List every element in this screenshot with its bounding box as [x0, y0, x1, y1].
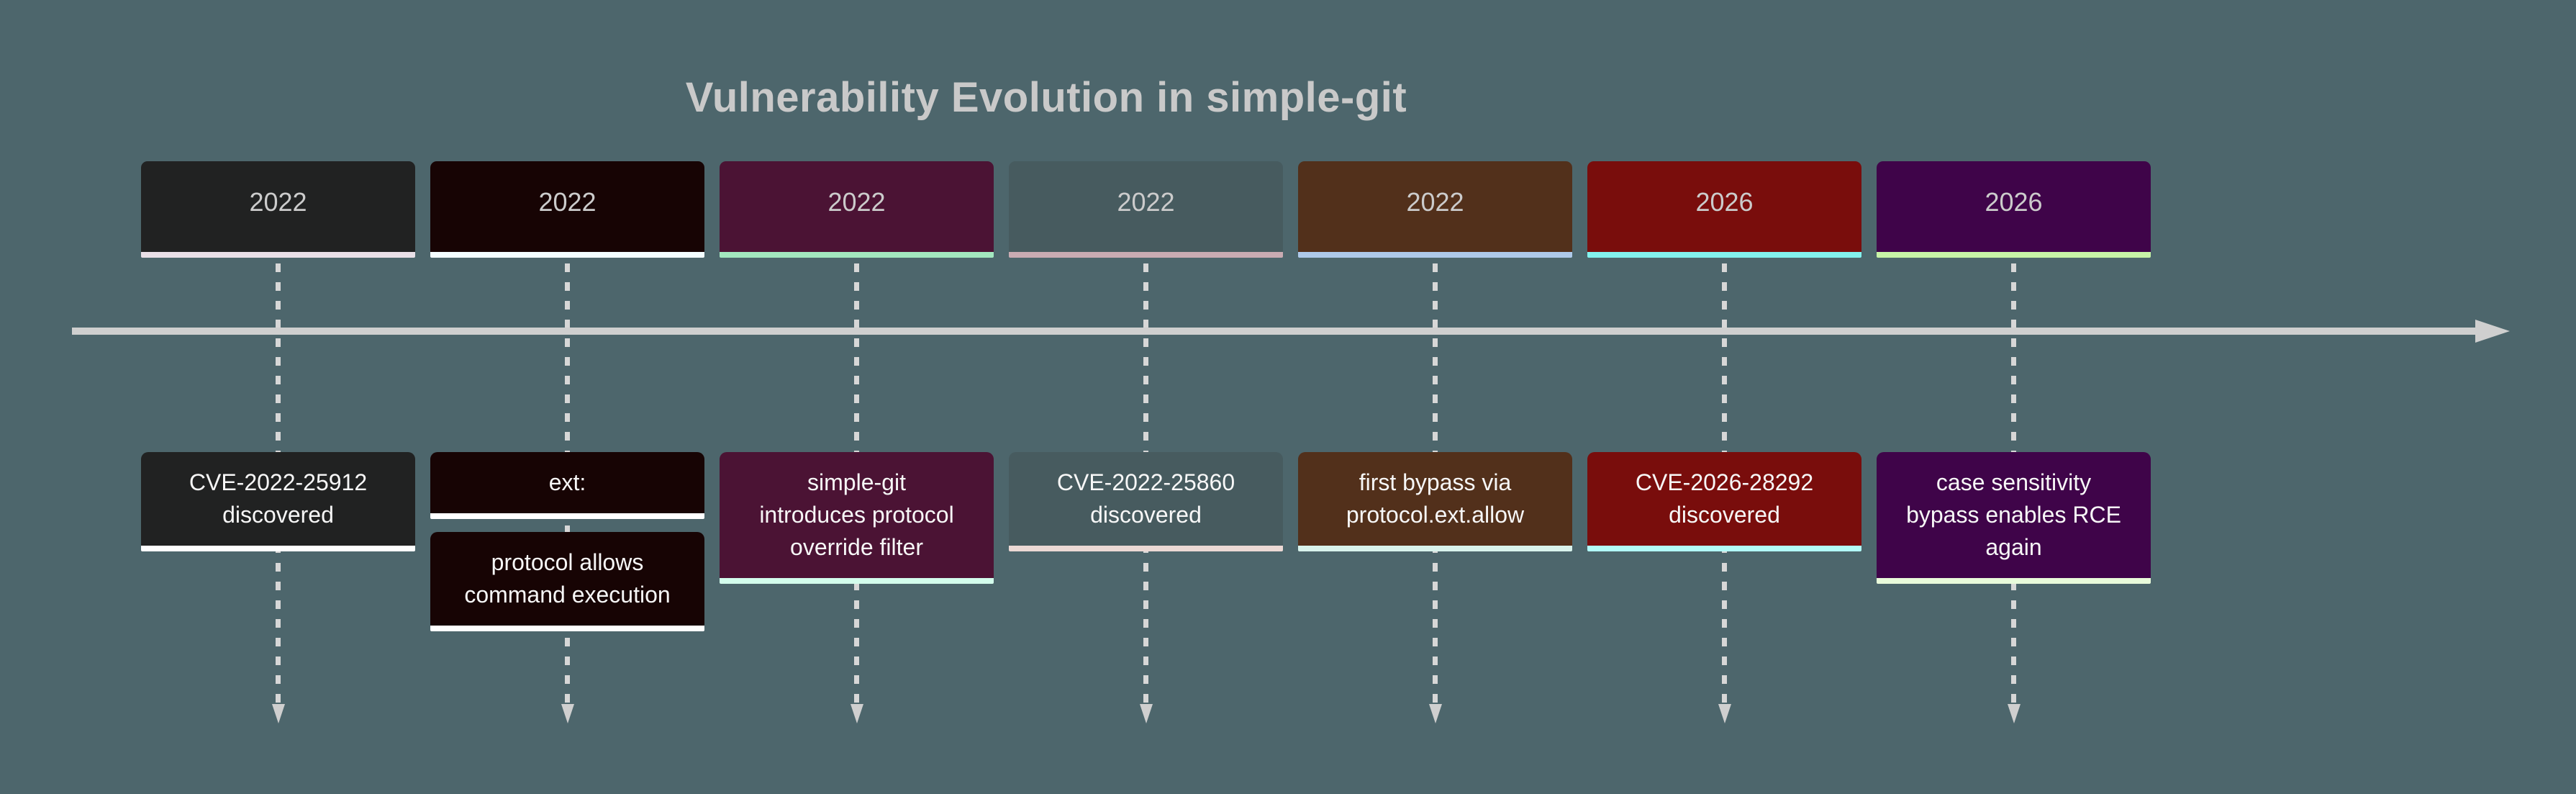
event-text-line: command execution: [464, 582, 671, 608]
period-box: 2022: [720, 161, 994, 258]
event-box: simple-git introduces protocol override fi…: [720, 452, 994, 584]
event-box: protocol allows command execution: [430, 532, 704, 631]
event-text-line: simple-git: [807, 469, 906, 495]
period-label: 2026: [1695, 187, 1754, 217]
event-text-line: protocol allows: [491, 549, 644, 575]
down-arrowhead-icon: [2007, 704, 2021, 723]
event-text-line: CVE-2022-25860: [1056, 469, 1235, 495]
timeline-axis-line: [72, 328, 2475, 335]
event-text-line: CVE-2026-28292: [1635, 469, 1814, 495]
event-box: first bypass via protocol.ext.allow: [1298, 452, 1572, 551]
period-box: 2022: [1298, 161, 1572, 258]
period-label: 2022: [827, 187, 886, 217]
down-arrowhead-icon: [1139, 704, 1153, 723]
event-text-line: CVE-2022-25912: [189, 469, 368, 495]
event-stack: ext: protocol allows command execution: [430, 452, 704, 631]
period-box: 2022: [141, 161, 415, 258]
event-text-line: protocol.ext.allow: [1346, 502, 1525, 528]
down-arrowhead-icon: [561, 704, 574, 723]
down-arrowhead-icon: [271, 704, 285, 723]
period-label: 2022: [249, 187, 307, 217]
event-text-line: ext:: [548, 469, 586, 495]
down-arrowhead-icon: [1428, 704, 1442, 723]
down-arrowhead-icon: [850, 704, 863, 723]
event-stack: first bypass via protocol.ext.allow: [1298, 452, 1572, 551]
event-box: CVE-2022-25860 discovered: [1009, 452, 1283, 551]
down-arrowhead-icon: [1718, 704, 1731, 723]
period-label: 2022: [1117, 187, 1175, 217]
event-stack: CVE-2022-25912 discovered: [141, 452, 415, 551]
period-box: 2026: [1587, 161, 1861, 258]
period-label: 2026: [1985, 187, 2043, 217]
period-label: 2022: [538, 187, 597, 217]
event-text-line: case sensitivity: [1936, 469, 2092, 495]
event-text-line: bypass enables RCE: [1906, 502, 2121, 528]
timeline-axis-arrowhead-icon: [2475, 320, 2510, 343]
event-box: CVE-2022-25912 discovered: [141, 452, 415, 551]
event-text-line: discovered: [1090, 502, 1202, 528]
event-text-line: again: [1985, 534, 2042, 560]
event-stack: case sensitivity bypass enables RCE again: [1877, 452, 2151, 584]
event-box: ext:: [430, 452, 704, 519]
diagram-title: Vulnerability Evolution in simple-git: [685, 74, 1407, 121]
event-text-line: discovered: [222, 502, 334, 528]
period-box: 2026: [1877, 161, 2151, 258]
event-text-line: introduces protocol: [759, 502, 954, 528]
event-box: CVE-2026-28292 discovered: [1587, 452, 1861, 551]
period-box: 2022: [430, 161, 704, 258]
event-stack: CVE-2026-28292 discovered: [1587, 452, 1861, 551]
event-stack: CVE-2022-25860 discovered: [1009, 452, 1283, 551]
period-box: 2022: [1009, 161, 1283, 258]
event-text-line: first bypass via: [1359, 469, 1512, 495]
event-text-line: discovered: [1669, 502, 1780, 528]
period-label: 2022: [1406, 187, 1464, 217]
event-text-line: override filter: [790, 534, 923, 560]
event-box: case sensitivity bypass enables RCE again: [1877, 452, 2151, 584]
event-stack: simple-git introduces protocol override fi…: [720, 452, 994, 584]
